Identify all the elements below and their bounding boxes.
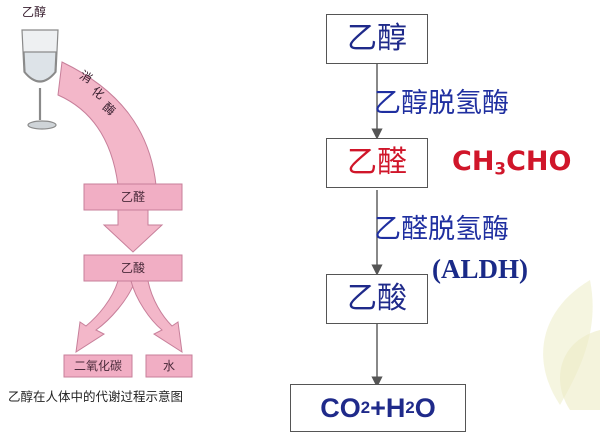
carbon-dioxide-label: 二氧化碳 xyxy=(73,359,122,373)
acetic-acid-box-right: 乙酸 xyxy=(326,274,428,324)
metabolism-schematic xyxy=(21,29,193,378)
digestive-band xyxy=(57,61,157,186)
acetic-acid-label: 乙酸 xyxy=(120,261,145,275)
aldehyde-dehydrogenase-label: 乙醛脱氢酶 xyxy=(374,214,509,245)
aldh-abbreviation: (ALDH) xyxy=(432,254,528,284)
schematic-caption: 乙醇在人体中的代谢过程示意图 xyxy=(8,389,184,404)
wine-glass-icon xyxy=(21,29,59,130)
acetaldehyde-formula: CH3CHO xyxy=(452,146,572,179)
acetic-acid-box xyxy=(83,254,183,282)
split-arrow-left xyxy=(75,280,136,354)
water-box xyxy=(145,354,193,378)
acetaldehyde-box-right: 乙醛 xyxy=(326,138,428,188)
alcohol-dehydrogenase-label: 乙醇脱氢酶 xyxy=(374,88,509,119)
carbon-dioxide-box xyxy=(63,354,133,378)
split-arrow-right xyxy=(130,280,183,354)
ethanol-top-label: 乙醇 xyxy=(22,5,47,19)
leaf-watermark-icon xyxy=(543,280,600,410)
water-label: 水 xyxy=(162,359,175,373)
down-arrow-1 xyxy=(102,209,164,253)
ethanol-box: 乙醇 xyxy=(326,14,428,64)
acetaldehyde-label: 乙醛 xyxy=(120,190,145,204)
